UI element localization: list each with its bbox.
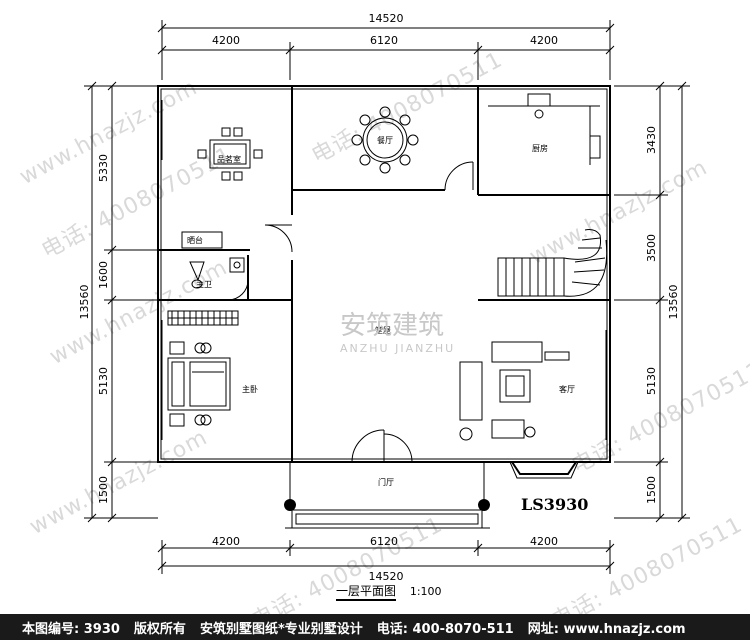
room-label-hall: 堂屋 bbox=[375, 325, 391, 335]
sofa-set bbox=[459, 341, 570, 441]
footer-website: 网址: www.hnazjz.com bbox=[527, 621, 686, 637]
dim-bottom-total: 14520 bbox=[369, 570, 404, 583]
room-label-bath: 主卫 bbox=[196, 279, 212, 289]
brand-logo: 安筑建筑 ANZHU JIANZHU bbox=[340, 305, 455, 355]
dim-right-seg: 5130 bbox=[645, 367, 658, 395]
dim-left-seg: 5130 bbox=[97, 367, 110, 395]
drawing-id: LS3930 bbox=[521, 495, 589, 514]
dim-bottom-seg: 4200 bbox=[212, 535, 240, 548]
porch-column bbox=[478, 499, 490, 511]
room-label-tea: 品茗室 bbox=[217, 154, 241, 164]
footer-bar: 本图编号: 3930 版权所有 安筑别墅图纸*专业别墅设计 电话: 400-80… bbox=[0, 614, 750, 640]
footer-phone: 电话: 400-8070-511 bbox=[376, 621, 514, 637]
balcony-counter bbox=[181, 231, 223, 249]
drawing-title-block: 一层平面图 1:100 bbox=[336, 582, 442, 601]
staircase bbox=[497, 229, 608, 297]
dimension-labels: 14520 4200 6120 4200 4200 6120 4200 1452… bbox=[78, 12, 680, 583]
right-dimensions bbox=[614, 81, 690, 523]
footer-slogan: 安筑别墅图纸*专业别墅设计 bbox=[199, 621, 363, 637]
dim-top-total: 14520 bbox=[369, 12, 404, 25]
bed bbox=[167, 341, 231, 427]
dim-top-seg: 4200 bbox=[530, 34, 558, 47]
footer-drawing-no: 本图编号: 3930 bbox=[22, 621, 120, 637]
room-label-dining: 餐厅 bbox=[377, 136, 393, 145]
bottom-dimensions bbox=[157, 540, 615, 574]
drawing-scale: 1:100 bbox=[409, 585, 442, 598]
kitchen-counter bbox=[488, 93, 601, 165]
room-label-balcony: 晒台 bbox=[187, 235, 203, 245]
front-porch bbox=[285, 462, 490, 529]
dim-left-total: 13560 bbox=[78, 285, 91, 320]
dining-table bbox=[351, 106, 419, 174]
dim-bottom-seg: 6120 bbox=[370, 535, 398, 548]
porch-column bbox=[284, 499, 296, 511]
dim-bottom-seg: 4200 bbox=[530, 535, 558, 548]
walls bbox=[157, 85, 611, 479]
top-dimensions bbox=[157, 20, 615, 80]
dim-left-seg: 5330 bbox=[97, 154, 110, 182]
doors bbox=[227, 161, 474, 463]
dim-left-seg: 1500 bbox=[97, 476, 110, 504]
dim-top-seg: 4200 bbox=[212, 34, 240, 47]
room-label-kitchen: 厨房 bbox=[532, 143, 548, 153]
room-label-master-bed: 主卧 bbox=[242, 384, 258, 394]
room-label-foyer: 门厅 bbox=[378, 477, 394, 487]
left-dimensions bbox=[84, 81, 158, 523]
wardrobe bbox=[167, 310, 239, 326]
room-label-living: 客厅 bbox=[559, 384, 575, 394]
drawing-title: 一层平面图 bbox=[336, 584, 397, 601]
dim-left-seg: 1600 bbox=[97, 261, 110, 289]
dim-right-seg: 1500 bbox=[645, 476, 658, 504]
dim-right-seg: 3500 bbox=[645, 234, 658, 262]
logo-en: ANZHU JIANZHU bbox=[340, 342, 456, 355]
room-labels: 品茗室 餐厅 厨房 晒台 主卫 堂屋 主卧 客厅 门厅 bbox=[187, 136, 575, 487]
tea-table bbox=[197, 127, 263, 181]
dim-right-total: 13560 bbox=[667, 285, 680, 320]
dim-right-seg: 3430 bbox=[645, 126, 658, 154]
dim-top-seg: 6120 bbox=[370, 34, 398, 47]
bathroom-fixtures bbox=[189, 257, 245, 289]
footer-copyright: 版权所有 bbox=[133, 621, 186, 637]
logo-cn: 安筑建筑 bbox=[340, 311, 445, 341]
